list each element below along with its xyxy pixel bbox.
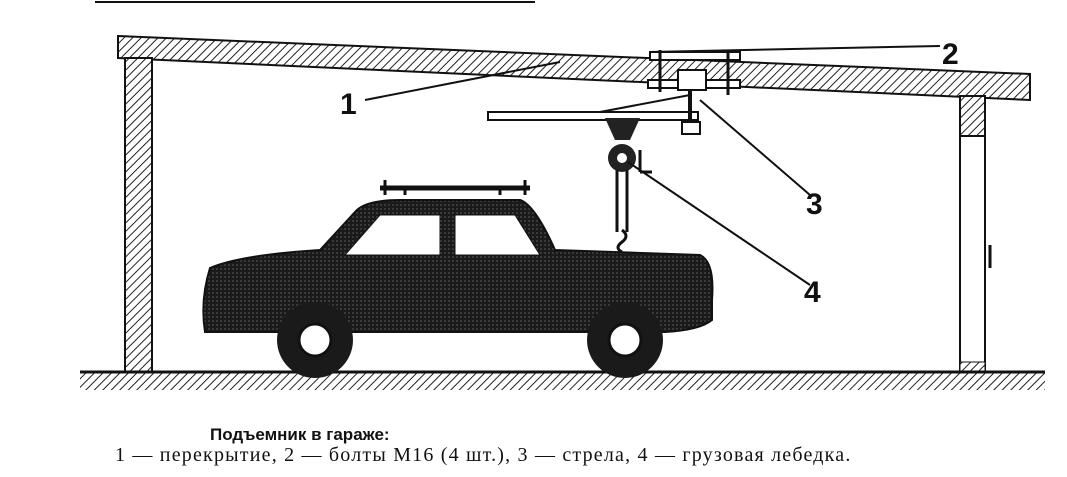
car [202,180,714,378]
bolts-bracket [647,50,741,95]
winch [605,118,652,254]
callout-3: 3 [806,188,823,221]
caption-title: Подъемник в гараже: [210,425,390,444]
right-wall-upper [959,95,986,137]
boom [487,90,701,135]
ground [80,372,1045,390]
left-wall [124,57,153,373]
caption-text: 1 — перекрытие, 2 — болты М16 (4 шт.), 3… [115,444,852,466]
callout-4: 4 [804,276,821,309]
garage-door [959,135,986,373]
roof-slab [117,34,1031,102]
callout-1: 1 [340,88,357,121]
callout-2: 2 [942,38,959,71]
